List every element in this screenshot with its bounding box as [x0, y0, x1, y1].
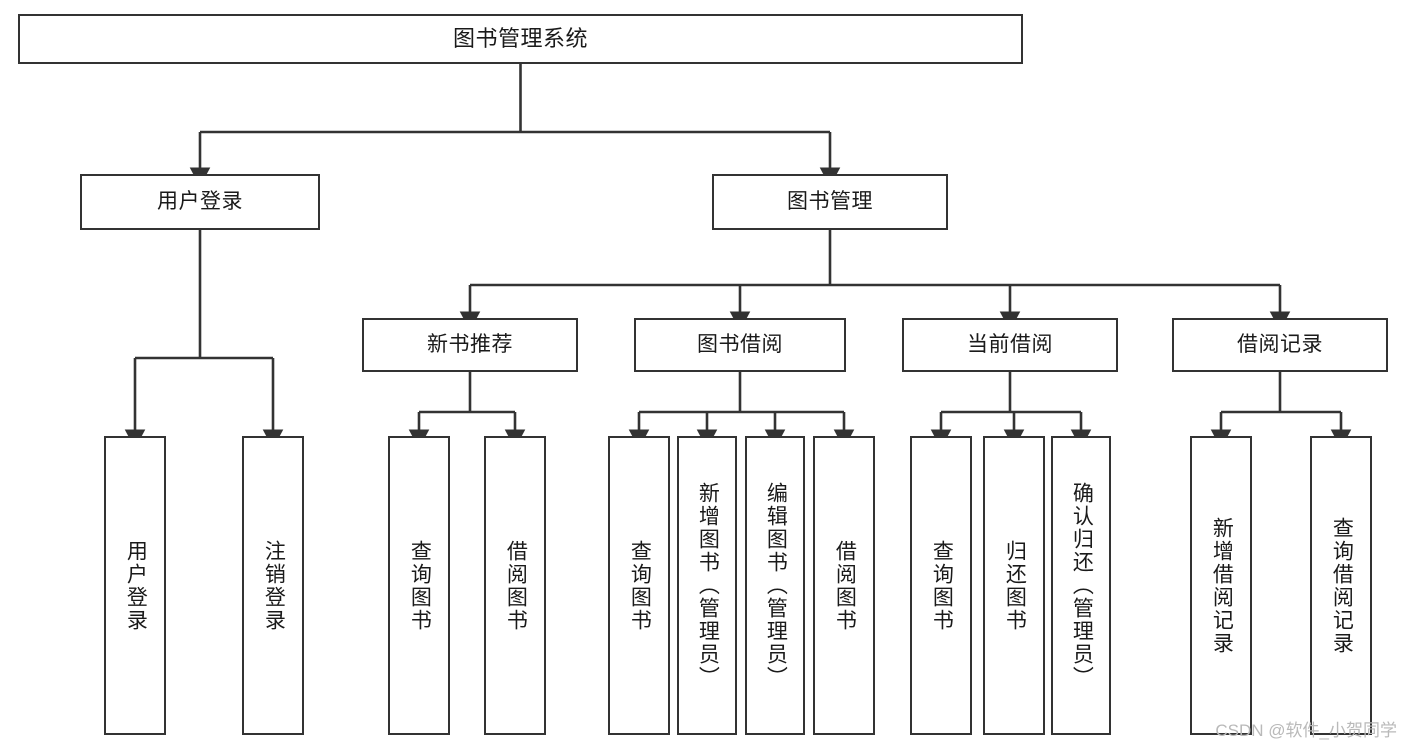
- node-label-r_query: 查询借阅记录: [1330, 516, 1354, 655]
- node-box-r_add[interactable]: 新增借阅记录: [1190, 436, 1252, 735]
- node-box-b_query[interactable]: 查询图书: [608, 436, 670, 735]
- node-label-b_add: 新增图书（管理员）: [696, 482, 720, 689]
- node-label-borrow: 图书借阅: [697, 332, 783, 356]
- node-label-n_borrow: 借阅图书: [504, 539, 528, 632]
- node-label-records: 借阅记录: [1237, 332, 1323, 356]
- node-box-n_borrow[interactable]: 借阅图书: [484, 436, 546, 735]
- node-box-borrow[interactable]: 图书借阅: [634, 318, 846, 372]
- node-box-b_edit[interactable]: 编辑图书（管理员）: [745, 436, 805, 735]
- node-box-login[interactable]: 用户登录: [80, 174, 320, 230]
- node-label-c_return: 归还图书: [1003, 539, 1027, 632]
- node-label-login: 用户登录: [157, 189, 243, 213]
- node-label-l_logout: 注销登录: [262, 539, 286, 632]
- node-label-b_borrow: 借阅图书: [833, 539, 857, 632]
- node-box-root[interactable]: 图书管理系统: [18, 14, 1023, 64]
- node-box-l_logout[interactable]: 注销登录: [242, 436, 304, 735]
- node-box-b_borrow[interactable]: 借阅图书: [813, 436, 875, 735]
- node-label-b_query: 查询图书: [628, 539, 652, 632]
- node-box-records[interactable]: 借阅记录: [1172, 318, 1388, 372]
- node-box-newbook[interactable]: 新书推荐: [362, 318, 578, 372]
- node-box-r_query[interactable]: 查询借阅记录: [1310, 436, 1372, 735]
- node-label-c_confirm: 确认归还（管理员）: [1070, 482, 1094, 689]
- node-box-n_query[interactable]: 查询图书: [388, 436, 450, 735]
- node-label-n_query: 查询图书: [408, 539, 432, 632]
- node-box-l_login[interactable]: 用户登录: [104, 436, 166, 735]
- node-box-b_add[interactable]: 新增图书（管理员）: [677, 436, 737, 735]
- node-box-c_query[interactable]: 查询图书: [910, 436, 972, 735]
- node-label-current: 当前借阅: [967, 332, 1053, 356]
- node-label-c_query: 查询图书: [930, 539, 954, 632]
- node-box-bookmgmt[interactable]: 图书管理: [712, 174, 948, 230]
- node-label-root: 图书管理系统: [452, 26, 588, 52]
- node-box-c_confirm[interactable]: 确认归还（管理员）: [1051, 436, 1111, 735]
- node-label-bookmgmt: 图书管理: [787, 189, 873, 213]
- node-label-newbook: 新书推荐: [427, 332, 513, 356]
- csdn-watermark: CSDN @软件_小贺同学: [1215, 721, 1397, 740]
- node-box-c_return[interactable]: 归还图书: [983, 436, 1045, 735]
- node-label-r_add: 新增借阅记录: [1210, 516, 1234, 655]
- node-box-current[interactable]: 当前借阅: [902, 318, 1118, 372]
- node-label-b_edit: 编辑图书（管理员）: [764, 482, 788, 689]
- node-label-l_login: 用户登录: [124, 539, 148, 632]
